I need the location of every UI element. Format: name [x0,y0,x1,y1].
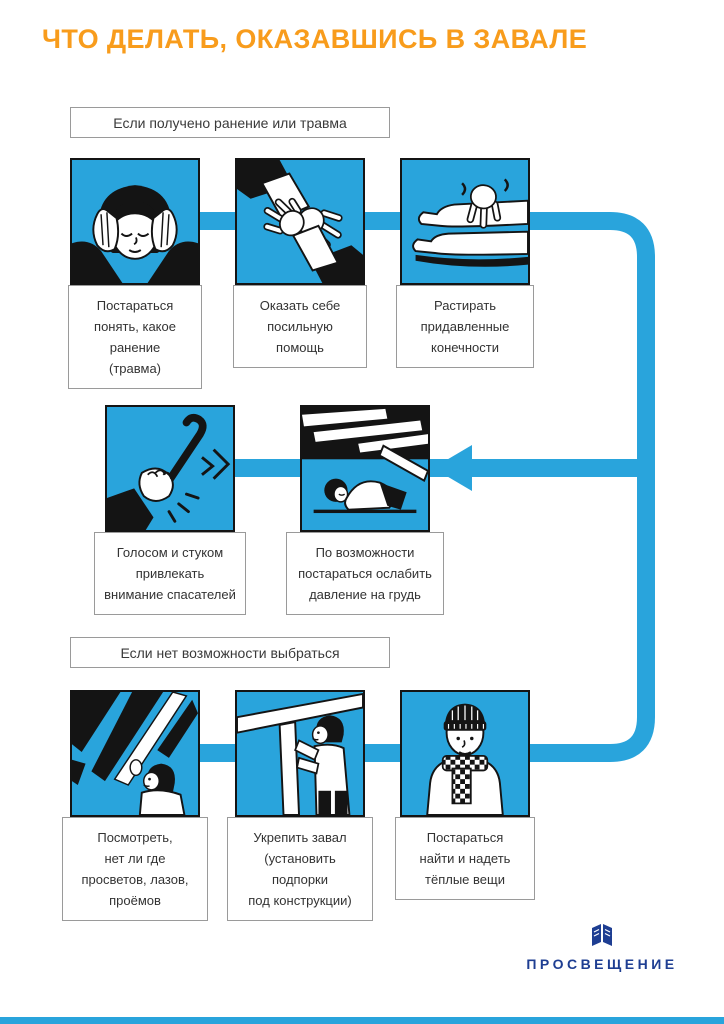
person-holding-head-illustration [70,158,200,285]
bottom-accent-strip [0,1017,724,1024]
card-assess-injury: Постараться понять, какое ранение (травм… [68,158,202,390]
card-ease-chest-pressure: По возможности постараться ослабить давл… [286,405,444,616]
card-reinforce-debris: Укрепить завал (установить подпорки под … [227,690,373,922]
publisher-logo: ПРОСВЕЩЕНИЕ [514,924,690,972]
rubbing-legs-illustration [400,158,530,285]
card-self-help: Оказать себе посильную помощь [233,158,367,369]
person-warm-clothes-illustration [400,690,530,817]
card-caption: По возможности постараться ослабить давл… [286,532,444,616]
card-caption: Посмотреть, нет ли где просветов, лазов,… [62,817,208,922]
card-caption: Растирать придавленные конечности [396,285,534,369]
person-under-debris-illustration [300,405,430,532]
hands-first-aid-illustration [235,158,365,285]
card-warm-clothes: Постараться найти и надеть тёплые вещи [395,690,535,901]
card-caption: Голосом и стуком привлекать внимание спа… [94,532,246,616]
card-rub-limbs: Растирать придавленные конечности [396,158,534,369]
card-caption: Постараться найти и надеть тёплые вещи [395,817,535,901]
card-caption: Оказать себе посильную помощь [233,285,367,369]
person-installing-prop-illustration [235,690,365,817]
card-look-for-openings: Посмотреть, нет ли где просветов, лазов,… [62,690,208,922]
page-title: ЧТО ДЕЛАТЬ, ОКАЗАВШИСЬ В ЗАВАЛЕ [42,24,588,54]
arrowhead-left-icon [433,445,472,491]
card-caption: Укрепить завал (установить подпорки под … [227,817,373,922]
section-header-injury: Если получено ранение или травма [70,107,390,138]
card-caption: Постараться понять, какое ранение (травм… [68,285,202,390]
card-knock-for-rescuers: Голосом и стуком привлекать внимание спа… [94,405,246,616]
open-book-logo-icon [592,924,612,946]
section-header-no-way-out: Если нет возможности выбраться [70,637,390,668]
publisher-logo-text: ПРОСВЕЩЕНИЕ [526,956,678,972]
fist-with-crowbar-illustration [105,405,235,532]
person-looking-for-gaps-illustration [70,690,200,817]
